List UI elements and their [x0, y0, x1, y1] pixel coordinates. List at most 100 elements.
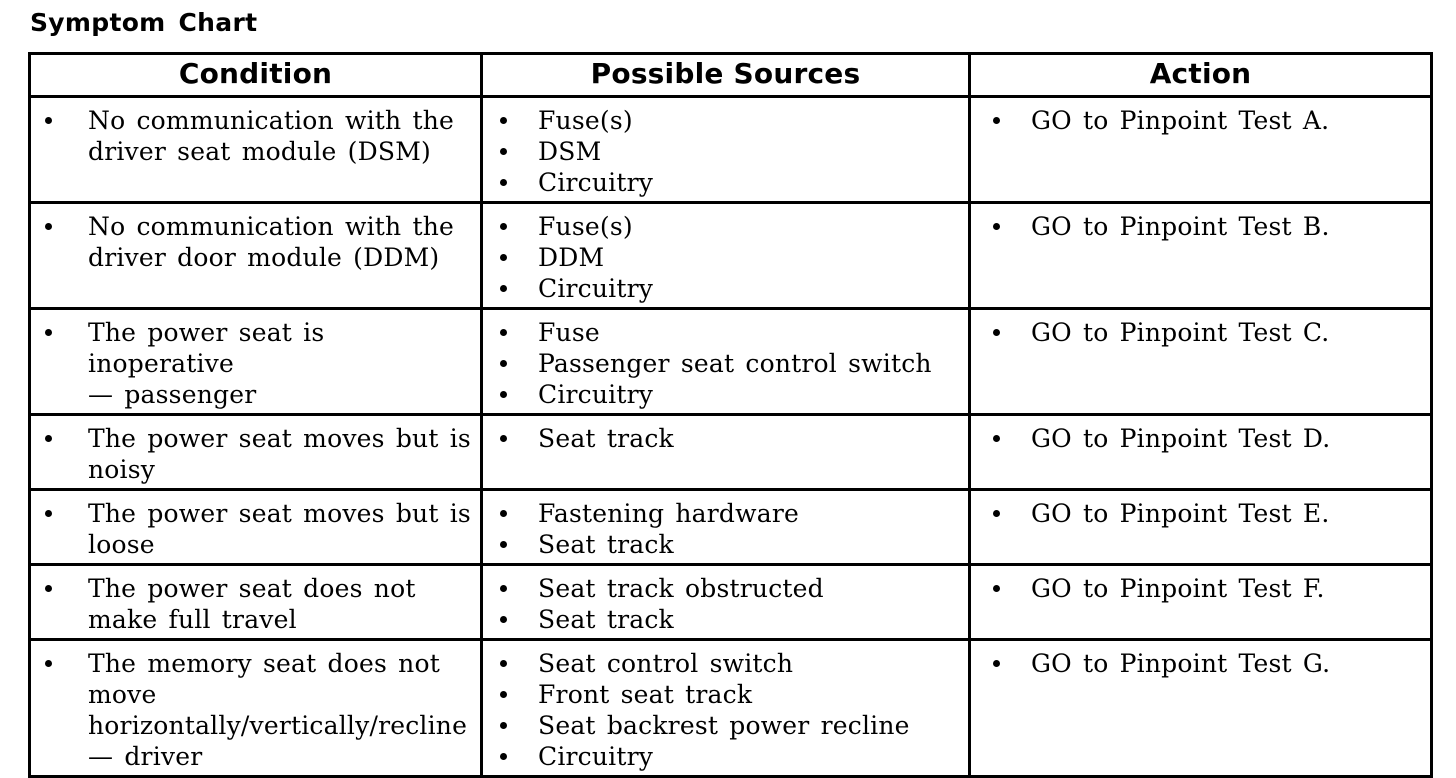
- text-line: GO to Pinpoint Test B.: [1031, 212, 1330, 241]
- bullet-icon: [993, 435, 1000, 442]
- action-cell-content: GO to Pinpoint Test C.: [973, 312, 1429, 352]
- text-line: Seat backrest power recline: [538, 711, 910, 740]
- table-row: The power seat is inoperative— passenger…: [28, 307, 1433, 416]
- bullet-icon: [45, 660, 52, 667]
- bullet-item: GO to Pinpoint Test E.: [973, 498, 1429, 529]
- action-cell-content: GO to Pinpoint Test A.: [973, 100, 1429, 140]
- bullet-item: GO to Pinpoint Test B.: [973, 211, 1429, 242]
- action-cell-content: GO to Pinpoint Test F.: [973, 568, 1429, 608]
- bullet-item: GO to Pinpoint Test G.: [973, 648, 1429, 679]
- bullet-icon: [993, 660, 1000, 667]
- text-line: horizontally/vertically/recline: [88, 711, 468, 740]
- action-cell: GO to Pinpoint Test G.: [968, 638, 1433, 778]
- text-line: GO to Pinpoint Test E.: [1031, 499, 1330, 528]
- bullet-icon: [500, 660, 507, 667]
- bullet-icon: [993, 223, 1000, 230]
- bullet-item: GO to Pinpoint Test F.: [973, 573, 1429, 604]
- text-line: Fastening hardware: [538, 499, 799, 528]
- text-line: Seat track: [538, 424, 674, 453]
- text-line: The power seat moves but is: [88, 424, 471, 453]
- text-line: driver seat module (DSM): [88, 137, 431, 166]
- bullet-text: GO to Pinpoint Test D.: [1031, 423, 1429, 454]
- page-title: Symptom Chart: [30, 8, 258, 37]
- action-cell-content: GO to Pinpoint Test B.: [973, 206, 1429, 246]
- bullet-text: Circuitry: [538, 379, 967, 410]
- bullet-item: Seat track: [485, 604, 967, 635]
- text-line: Circuitry: [538, 168, 654, 197]
- text-line: Seat track: [538, 605, 674, 634]
- bullet-text: Fuse(s): [538, 105, 967, 136]
- bullet-icon: [993, 117, 1000, 124]
- bullet-item: Seat control switch: [485, 648, 967, 679]
- bullet-text: GO to Pinpoint Test C.: [1031, 317, 1429, 348]
- bullet-text: DSM: [538, 136, 967, 167]
- bullet-item: DDM: [485, 242, 967, 273]
- text-line: — passenger: [88, 380, 257, 409]
- bullet-icon: [500, 691, 507, 698]
- text-line: No communication with the: [88, 212, 455, 241]
- bullet-icon: [500, 541, 507, 548]
- bullet-text: Seat control switch: [538, 648, 967, 679]
- text-line: DSM: [538, 137, 602, 166]
- text-line: Front seat track: [538, 680, 753, 709]
- bullet-text: GO to Pinpoint Test F.: [1031, 573, 1429, 604]
- bullet-icon: [45, 510, 52, 517]
- text-line: Seat track obstructed: [538, 574, 824, 603]
- bullet-text: Passenger seat control switch: [538, 348, 967, 379]
- header-row: Condition Possible Sources Action: [28, 52, 1433, 98]
- bullet-icon: [500, 510, 507, 517]
- bullet-text: Seat track: [538, 604, 967, 635]
- column-header-possible-sources: Possible Sources: [480, 52, 971, 98]
- text-line: The power seat is inoperative: [88, 318, 325, 378]
- bullet-item: Fuse: [485, 317, 967, 348]
- action-cell: GO to Pinpoint Test D.: [968, 413, 1433, 491]
- bullet-item: Fuse(s): [485, 105, 967, 136]
- bullet-text: Seat track: [538, 423, 967, 454]
- bullet-icon: [45, 223, 52, 230]
- bullet-text: Circuitry: [538, 167, 967, 198]
- text-line: Seat control switch: [538, 649, 794, 678]
- bullet-icon: [500, 285, 507, 292]
- bullet-text: Seat track obstructed: [538, 573, 967, 604]
- bullet-icon: [45, 329, 52, 336]
- bullet-item: GO to Pinpoint Test D.: [973, 423, 1429, 454]
- text-line: Fuse: [538, 318, 600, 347]
- bullet-item: Circuitry: [485, 741, 967, 772]
- text-line: DDM: [538, 243, 605, 272]
- text-line: noisy: [88, 455, 156, 484]
- bullet-text: Circuitry: [538, 273, 967, 304]
- bullet-item: Seat track: [485, 529, 967, 560]
- bullet-text: GO to Pinpoint Test A.: [1031, 105, 1429, 136]
- bullet-text: The power seat is inoperative— passenger: [88, 317, 479, 410]
- bullet-item: Circuitry: [485, 167, 967, 198]
- bullet-icon: [500, 391, 507, 398]
- bullet-icon: [500, 435, 507, 442]
- bullet-icon: [500, 117, 507, 124]
- bullet-item: GO to Pinpoint Test C.: [973, 317, 1429, 348]
- bullet-item: Fastening hardware: [485, 498, 967, 529]
- bullet-icon: [500, 722, 507, 729]
- text-line: No communication with the: [88, 106, 455, 135]
